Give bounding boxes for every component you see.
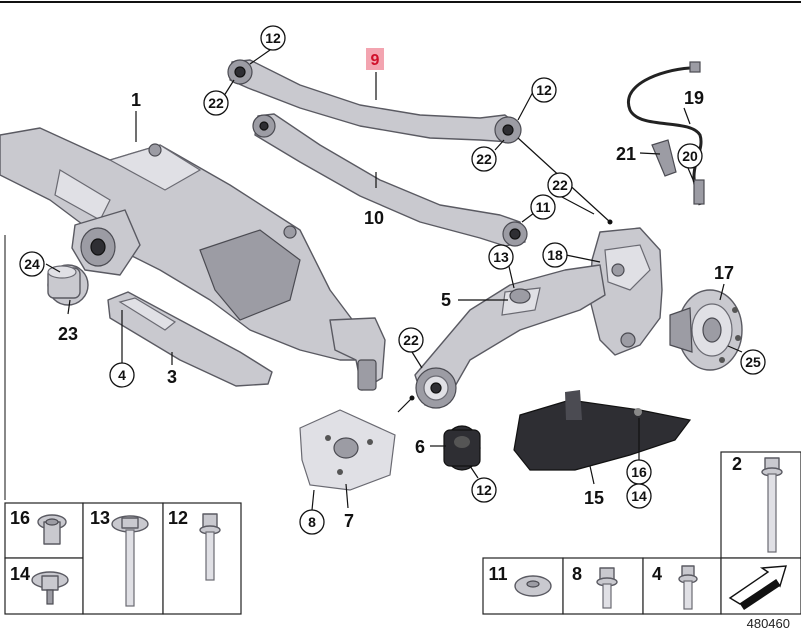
hardware-4-bolt: 4 [652, 564, 698, 610]
hardware-11-washer: 11 [488, 564, 552, 597]
svg-text:1: 1 [131, 90, 141, 110]
hardware-grid-right: 11 8 4 2 [482, 451, 801, 615]
strut-bracket [107, 291, 273, 387]
wheel-hub [669, 289, 743, 371]
svg-text:25: 25 [745, 354, 761, 370]
svg-text:9: 9 [371, 52, 380, 69]
svg-text:12: 12 [168, 508, 188, 528]
svg-text:12: 12 [476, 482, 492, 498]
svg-text:8: 8 [308, 514, 316, 530]
callout-6: 6 [415, 437, 425, 457]
svg-text:11: 11 [536, 199, 551, 215]
trailing-arm [414, 264, 606, 409]
svg-text:12: 12 [536, 82, 552, 98]
svg-text:12: 12 [265, 30, 281, 46]
rubber-mount [47, 264, 89, 306]
callout-15: 15 [584, 488, 604, 508]
callout-1: 1 [131, 90, 141, 110]
svg-text:19: 19 [684, 88, 704, 108]
mounting-bracket [299, 409, 396, 491]
callout-18: 18 [542, 242, 568, 268]
svg-text:11: 11 [488, 564, 507, 584]
callout-12-top: 12 [260, 25, 286, 51]
callout-17: 17 [714, 263, 734, 283]
svg-text:3: 3 [167, 367, 177, 387]
svg-text:13: 13 [90, 508, 110, 528]
rubber-bushing [443, 425, 481, 471]
callout-13: 13 [488, 244, 514, 270]
svg-text:10: 10 [364, 208, 384, 228]
svg-text:5: 5 [441, 290, 451, 310]
callout-25: 25 [740, 349, 766, 375]
svg-text:13: 13 [493, 249, 509, 265]
lower-control-arm [252, 113, 528, 247]
svg-text:22: 22 [403, 332, 419, 348]
callout-24: 24 [19, 251, 45, 277]
svg-text:14: 14 [631, 488, 647, 504]
svg-text:24: 24 [24, 256, 40, 272]
callout-10: 10 [364, 208, 384, 228]
svg-text:21: 21 [616, 144, 636, 164]
hardware-8-bolt: 8 [572, 564, 618, 609]
callout-22-right: 22 [547, 172, 573, 198]
callout-7: 7 [344, 511, 354, 531]
callout-12-bottom: 12 [471, 477, 497, 503]
svg-text:22: 22 [552, 177, 568, 193]
direction-arrow-icon [728, 565, 787, 610]
callout-14-mid: 14 [626, 483, 652, 509]
svg-text:15: 15 [584, 488, 604, 508]
hardware-13-bolt: 13 [90, 508, 149, 607]
underbody-shield [513, 390, 692, 471]
upper-control-arm [227, 59, 522, 144]
svg-text:4: 4 [118, 367, 126, 383]
hardware-14-nut: 14 [10, 564, 69, 605]
callout-3: 3 [167, 367, 177, 387]
callout-21: 21 [616, 144, 636, 164]
callout-4: 4 [109, 362, 135, 388]
callout-5: 5 [441, 290, 451, 310]
svg-text:6: 6 [415, 437, 425, 457]
hardware-16-nut: 16 [10, 508, 67, 545]
svg-text:17: 17 [714, 263, 734, 283]
svg-text:2: 2 [732, 454, 742, 474]
callout-22-mid: 22 [471, 146, 497, 172]
callout-22-bottom: 22 [398, 327, 424, 353]
callout-8: 8 [299, 509, 325, 535]
svg-text:8: 8 [572, 564, 582, 584]
svg-text:20: 20 [682, 148, 698, 164]
svg-text:23: 23 [58, 324, 78, 344]
svg-text:22: 22 [476, 151, 492, 167]
callout-19: 19 [684, 88, 704, 108]
callout-23: 23 [58, 324, 78, 344]
hardware-2-bolt: 2 [732, 454, 783, 553]
wheel-speed-sensor [626, 61, 705, 206]
rear-axle-subframe [0, 127, 386, 391]
callout-12-right: 12 [531, 77, 557, 103]
reference-code: 480460 [747, 616, 790, 631]
svg-text:22: 22 [208, 95, 224, 111]
svg-text:7: 7 [344, 511, 354, 531]
hardware-grid-left: 16 14 13 12 [4, 502, 242, 615]
svg-text:14: 14 [10, 564, 30, 584]
callout-16-mid: 16 [626, 459, 652, 485]
svg-text:4: 4 [652, 564, 662, 584]
callout-11: 11 [530, 194, 556, 220]
hardware-12-bolt: 12 [168, 508, 221, 581]
callout-9-highlighted: 9 [366, 48, 384, 70]
callout-20: 20 [677, 143, 703, 169]
svg-text:16: 16 [631, 464, 647, 480]
svg-text:16: 16 [10, 508, 30, 528]
callout-22-top: 22 [203, 90, 229, 116]
svg-text:18: 18 [547, 247, 563, 263]
